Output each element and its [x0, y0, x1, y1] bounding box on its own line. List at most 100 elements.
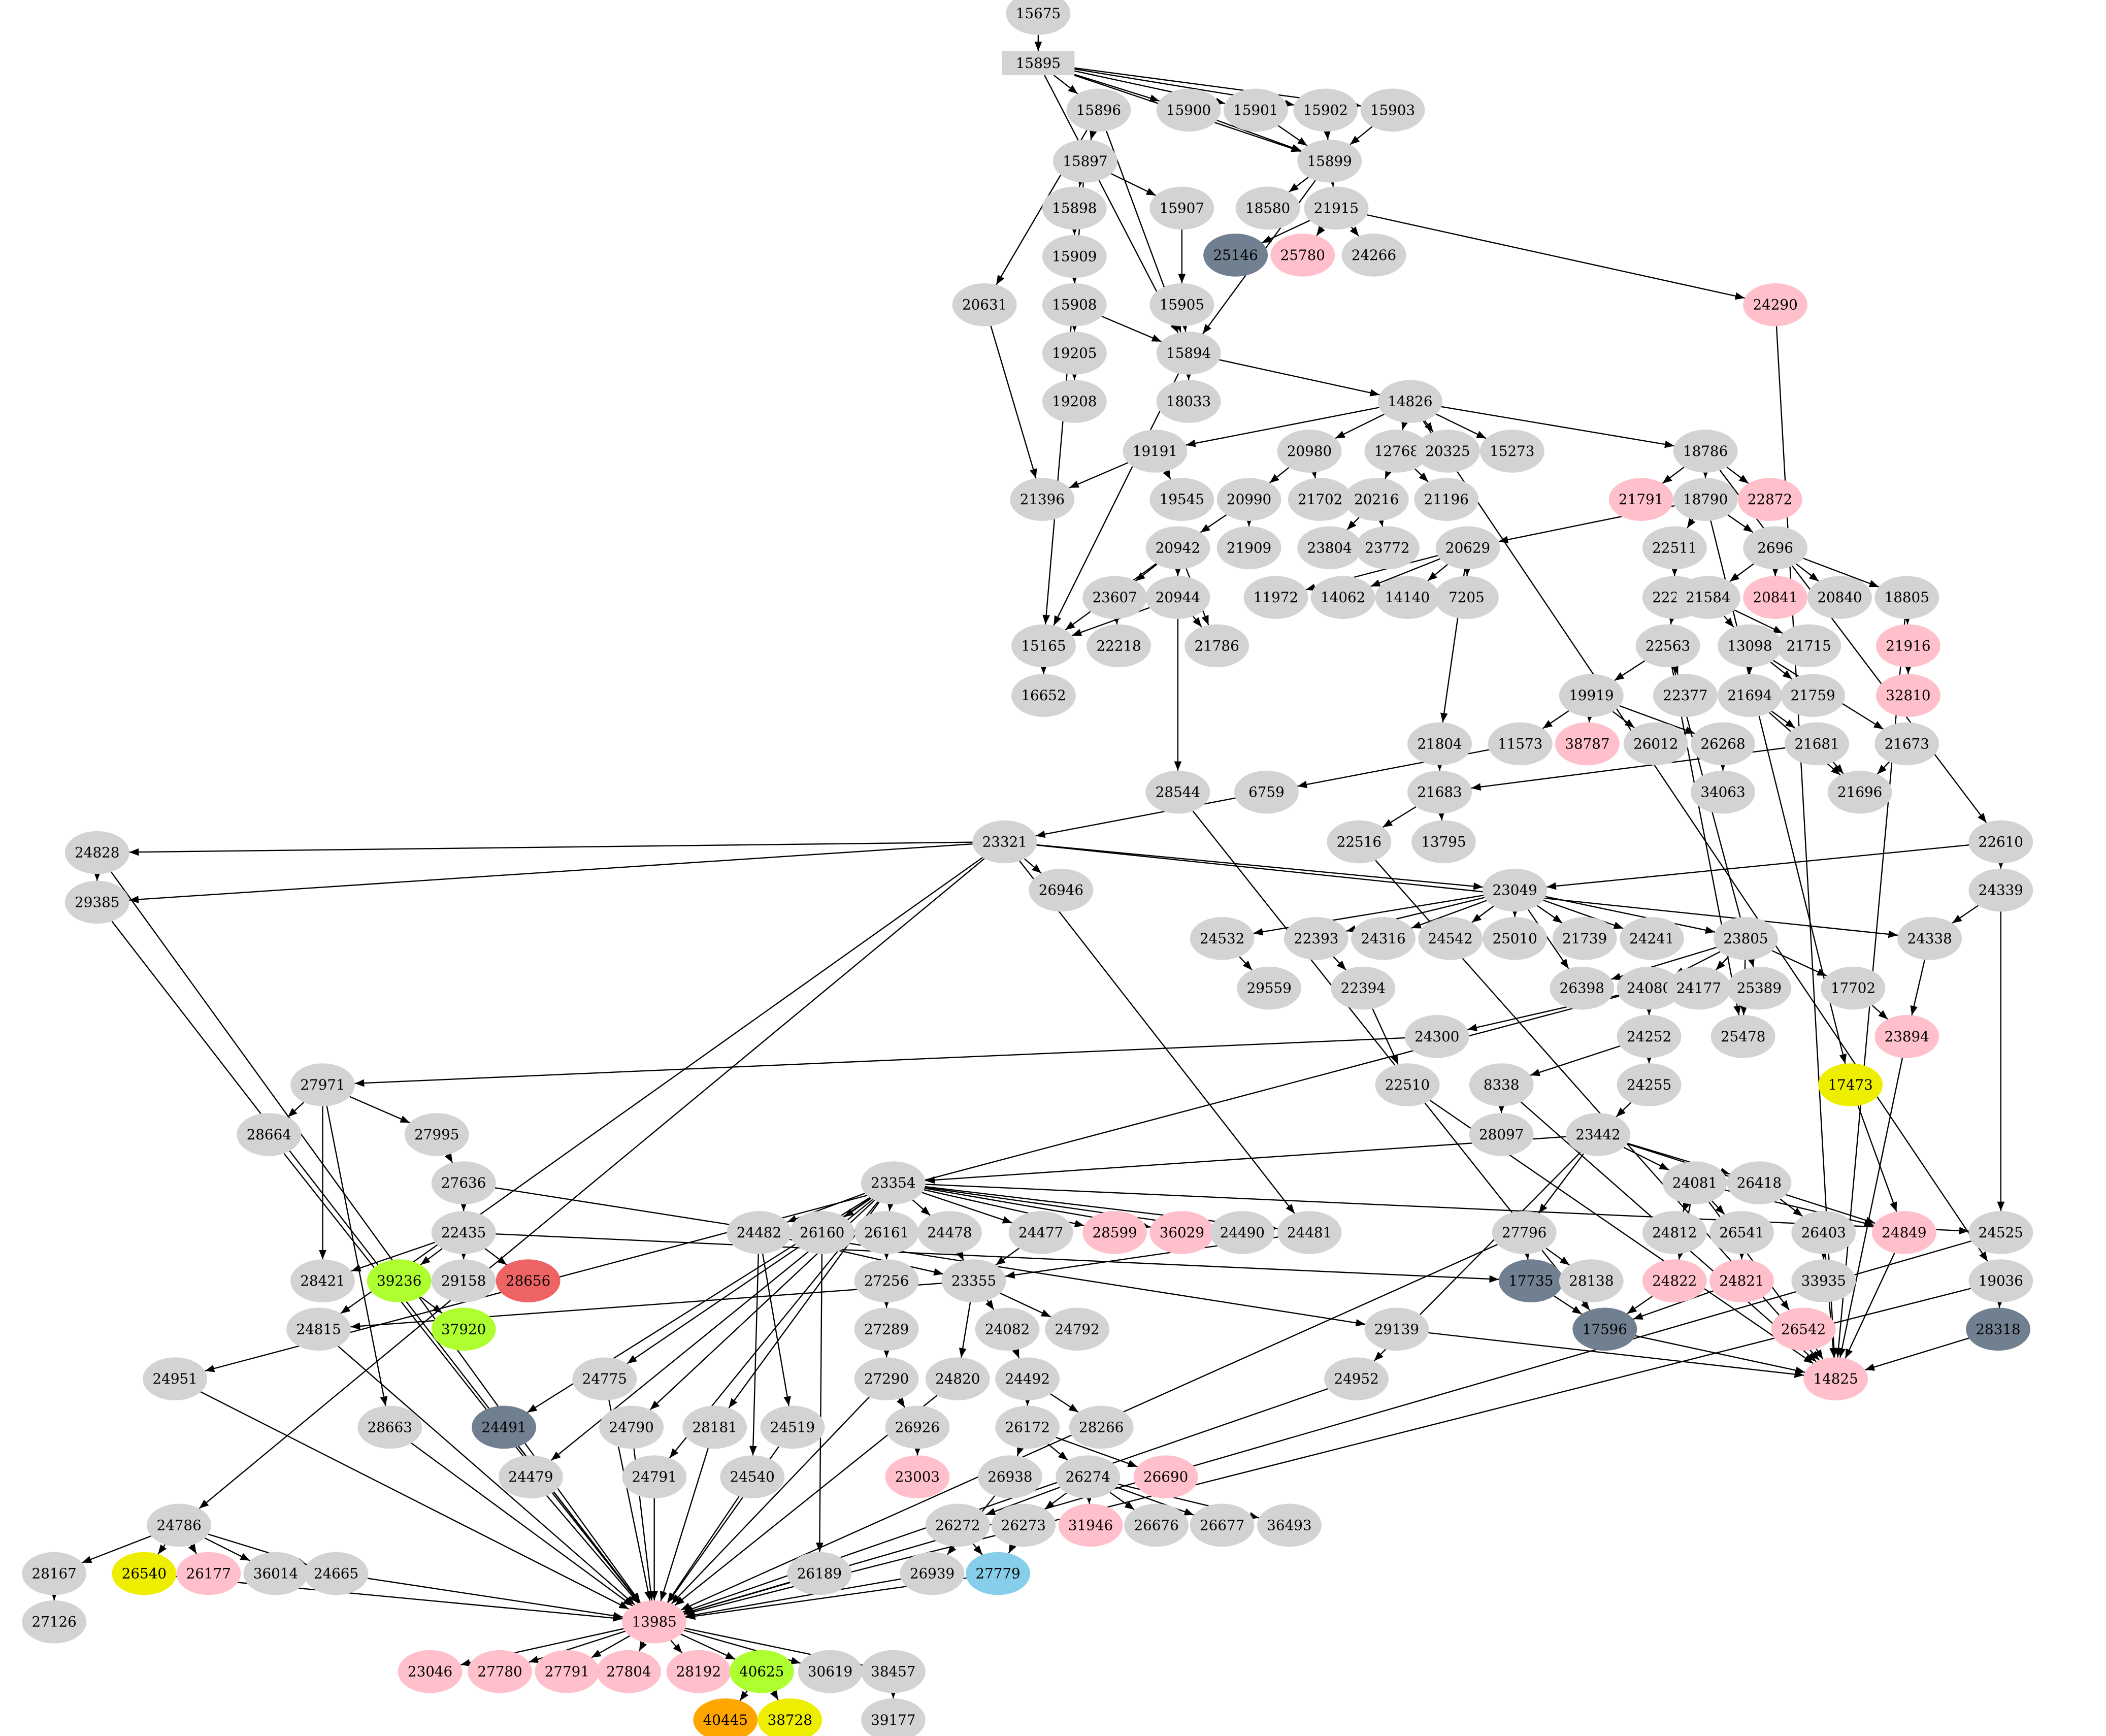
node-28167[interactable]: 28167: [22, 1552, 87, 1595]
node-21702[interactable]: 21702: [1288, 478, 1353, 521]
node-21915[interactable]: 21915: [1304, 186, 1369, 230]
node-28266[interactable]: 28266: [1069, 1405, 1134, 1449]
node-23894[interactable]: 23894: [1874, 1015, 1939, 1058]
node-26274[interactable]: 26274: [1056, 1455, 1121, 1498]
node-15907[interactable]: 15907: [1149, 186, 1214, 230]
node-19919[interactable]: 19919: [1559, 674, 1624, 717]
node-34063[interactable]: 34063: [1691, 770, 1755, 814]
node-15273[interactable]: 15273: [1479, 430, 1544, 473]
node-24790[interactable]: 24790: [599, 1405, 664, 1449]
node-23355[interactable]: 23355: [941, 1259, 1006, 1302]
node-30619[interactable]: 30619: [798, 1650, 863, 1693]
node-26926[interactable]: 26926: [885, 1405, 950, 1449]
node-28421[interactable]: 28421: [290, 1259, 355, 1302]
node-36493[interactable]: 36493: [1257, 1503, 1322, 1547]
node-27779[interactable]: 27779: [966, 1552, 1031, 1595]
node-20944[interactable]: 20944: [1145, 576, 1210, 619]
node-18805[interactable]: 18805: [1874, 576, 1939, 619]
node-21715[interactable]: 21715: [1776, 624, 1841, 668]
node-27796[interactable]: 27796: [1492, 1211, 1557, 1254]
node-31946[interactable]: 31946: [1058, 1503, 1123, 1547]
node-24532[interactable]: 24532: [1190, 917, 1255, 960]
node-20840[interactable]: 20840: [1807, 576, 1872, 619]
node-24241[interactable]: 24241: [1619, 917, 1684, 960]
node-11573[interactable]: 11573: [1488, 722, 1553, 766]
node-7205[interactable]: 7205: [1434, 576, 1499, 619]
node-24775[interactable]: 24775: [572, 1357, 637, 1400]
node-22872[interactable]: 22872: [1737, 478, 1802, 521]
node-15894[interactable]: 15894: [1156, 332, 1221, 375]
node-21673[interactable]: 21673: [1874, 722, 1939, 766]
node-21739[interactable]: 21739: [1552, 917, 1617, 960]
node-21681[interactable]: 21681: [1785, 722, 1850, 766]
node-26398[interactable]: 26398: [1550, 966, 1615, 1010]
node-24822[interactable]: 24822: [1642, 1259, 1707, 1302]
node-22394[interactable]: 22394: [1331, 966, 1396, 1010]
node-24338[interactable]: 24338: [1897, 917, 1962, 960]
node-26946[interactable]: 26946: [1029, 868, 1094, 912]
node-24316[interactable]: 24316: [1351, 917, 1416, 960]
node-24540[interactable]: 24540: [720, 1455, 785, 1498]
node-24492[interactable]: 24492: [995, 1357, 1060, 1400]
node-23607[interactable]: 23607: [1082, 576, 1147, 619]
node-20990[interactable]: 20990: [1216, 478, 1281, 521]
node-27256[interactable]: 27256: [854, 1259, 919, 1302]
node-21584[interactable]: 21584: [1675, 576, 1740, 619]
node-26690[interactable]: 26690: [1133, 1455, 1198, 1498]
node-27780[interactable]: 27780: [468, 1650, 533, 1693]
node-24266[interactable]: 24266: [1341, 234, 1406, 277]
node-24081[interactable]: 24081: [1662, 1161, 1727, 1204]
node-15903[interactable]: 15903: [1360, 88, 1425, 132]
node-15902[interactable]: 15902: [1293, 88, 1358, 132]
node-21916[interactable]: 21916: [1875, 624, 1940, 668]
node-20980[interactable]: 20980: [1277, 430, 1342, 473]
node-25146[interactable]: 25146: [1203, 234, 1268, 277]
node-14826[interactable]: 14826: [1377, 380, 1442, 423]
node-26189[interactable]: 26189: [787, 1552, 852, 1595]
node-26939[interactable]: 26939: [900, 1552, 965, 1595]
node-24791[interactable]: 24791: [622, 1455, 687, 1498]
node-21804[interactable]: 21804: [1407, 722, 1472, 766]
node-24255[interactable]: 24255: [1617, 1063, 1682, 1106]
node-26012[interactable]: 26012: [1623, 722, 1688, 766]
node-29559[interactable]: 29559: [1237, 966, 1302, 1010]
node-15908[interactable]: 15908: [1042, 283, 1107, 326]
node-24478[interactable]: 24478: [917, 1211, 982, 1254]
node-22218[interactable]: 22218: [1087, 624, 1151, 668]
node-26676[interactable]: 26676: [1124, 1503, 1189, 1547]
node-36029[interactable]: 36029: [1149, 1211, 1214, 1254]
node-27804[interactable]: 27804: [596, 1650, 661, 1693]
node-2696[interactable]: 2696: [1743, 526, 1808, 570]
node-29158[interactable]: 29158: [431, 1259, 496, 1302]
node-24828[interactable]: 24828: [64, 831, 129, 874]
node-26540[interactable]: 26540: [112, 1552, 177, 1595]
node-39236[interactable]: 39236: [367, 1259, 432, 1302]
node-23442[interactable]: 23442: [1566, 1113, 1631, 1156]
node-26418[interactable]: 26418: [1727, 1161, 1792, 1204]
node-27636[interactable]: 27636: [431, 1161, 496, 1204]
node-28599[interactable]: 28599: [1082, 1211, 1147, 1254]
node-23772[interactable]: 23772: [1355, 526, 1420, 570]
node-6759[interactable]: 6759: [1234, 770, 1299, 814]
node-19205[interactable]: 19205: [1042, 332, 1107, 375]
node-27791[interactable]: 27791: [535, 1650, 600, 1693]
node-26160[interactable]: 26160: [789, 1211, 854, 1254]
node-39177[interactable]: 39177: [861, 1698, 926, 1736]
node-22510[interactable]: 22510: [1375, 1063, 1440, 1106]
node-15905[interactable]: 15905: [1149, 283, 1214, 326]
node-26542[interactable]: 26542: [1771, 1307, 1836, 1351]
node-13795[interactable]: 13795: [1411, 820, 1476, 864]
node-15896[interactable]: 15896: [1066, 88, 1131, 132]
node-24665[interactable]: 24665: [304, 1552, 369, 1595]
node-40445[interactable]: 40445: [693, 1698, 758, 1736]
node-27971[interactable]: 27971: [290, 1063, 355, 1106]
node-20631[interactable]: 20631: [952, 283, 1017, 326]
node-18580[interactable]: 18580: [1235, 186, 1300, 230]
node-20942[interactable]: 20942: [1145, 526, 1210, 570]
node-15901[interactable]: 15901: [1223, 88, 1288, 132]
node-32810[interactable]: 32810: [1875, 674, 1940, 717]
node-15165[interactable]: 15165: [1011, 624, 1076, 668]
node-24821[interactable]: 24821: [1709, 1259, 1774, 1302]
node-26177[interactable]: 26177: [176, 1552, 241, 1595]
node-29385[interactable]: 29385: [64, 880, 129, 924]
